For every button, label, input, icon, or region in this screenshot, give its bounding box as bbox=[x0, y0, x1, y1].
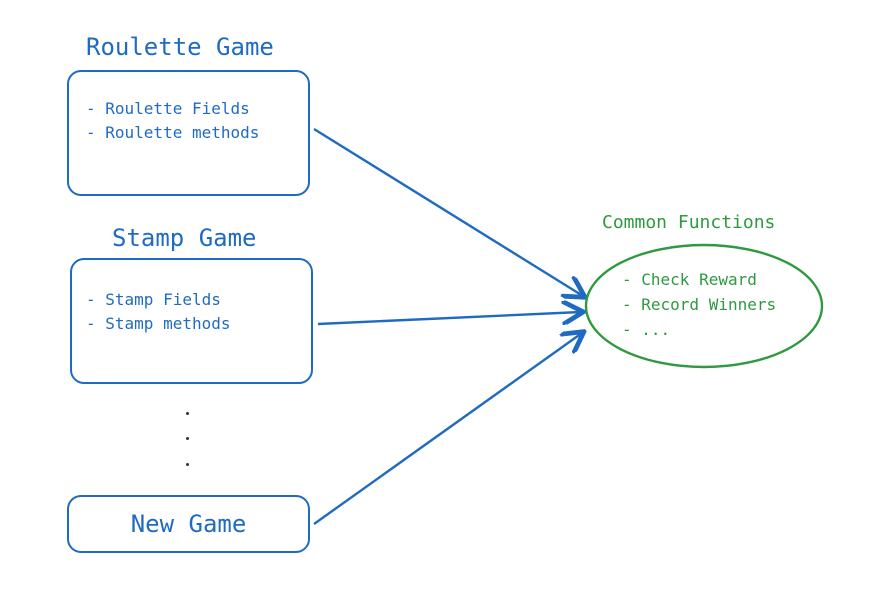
new-game-box bbox=[67, 495, 310, 553]
ellipsis-dot bbox=[186, 437, 189, 440]
common-functions-title: Common Functions bbox=[602, 212, 776, 233]
stamp-item-fields: - Stamp Fields bbox=[86, 290, 221, 309]
roulette-item-fields: - Roulette Fields bbox=[86, 99, 250, 118]
ellipsis-dot bbox=[186, 412, 189, 415]
common-functions-ellipse bbox=[584, 243, 824, 369]
arrow-new-game-to-common bbox=[313, 333, 582, 525]
stamp-item-methods: - Stamp methods bbox=[86, 314, 231, 333]
stamp-game-box bbox=[70, 258, 313, 384]
common-item-record-winners: - Record Winners bbox=[622, 295, 777, 314]
roulette-game-box bbox=[67, 70, 310, 196]
arrow-roulette-to-common bbox=[313, 127, 583, 296]
new-game-label: New Game bbox=[130, 510, 247, 538]
common-item-more: - ... bbox=[622, 320, 671, 339]
ellipsis-dot bbox=[186, 463, 189, 466]
arrow-stamp-to-common bbox=[317, 312, 581, 326]
common-item-check-reward: - Check Reward bbox=[622, 270, 757, 289]
roulette-item-methods: - Roulette methods bbox=[86, 123, 260, 142]
roulette-game-title: Roulette Game bbox=[86, 33, 274, 61]
stamp-game-title: Stamp Game bbox=[112, 224, 257, 252]
